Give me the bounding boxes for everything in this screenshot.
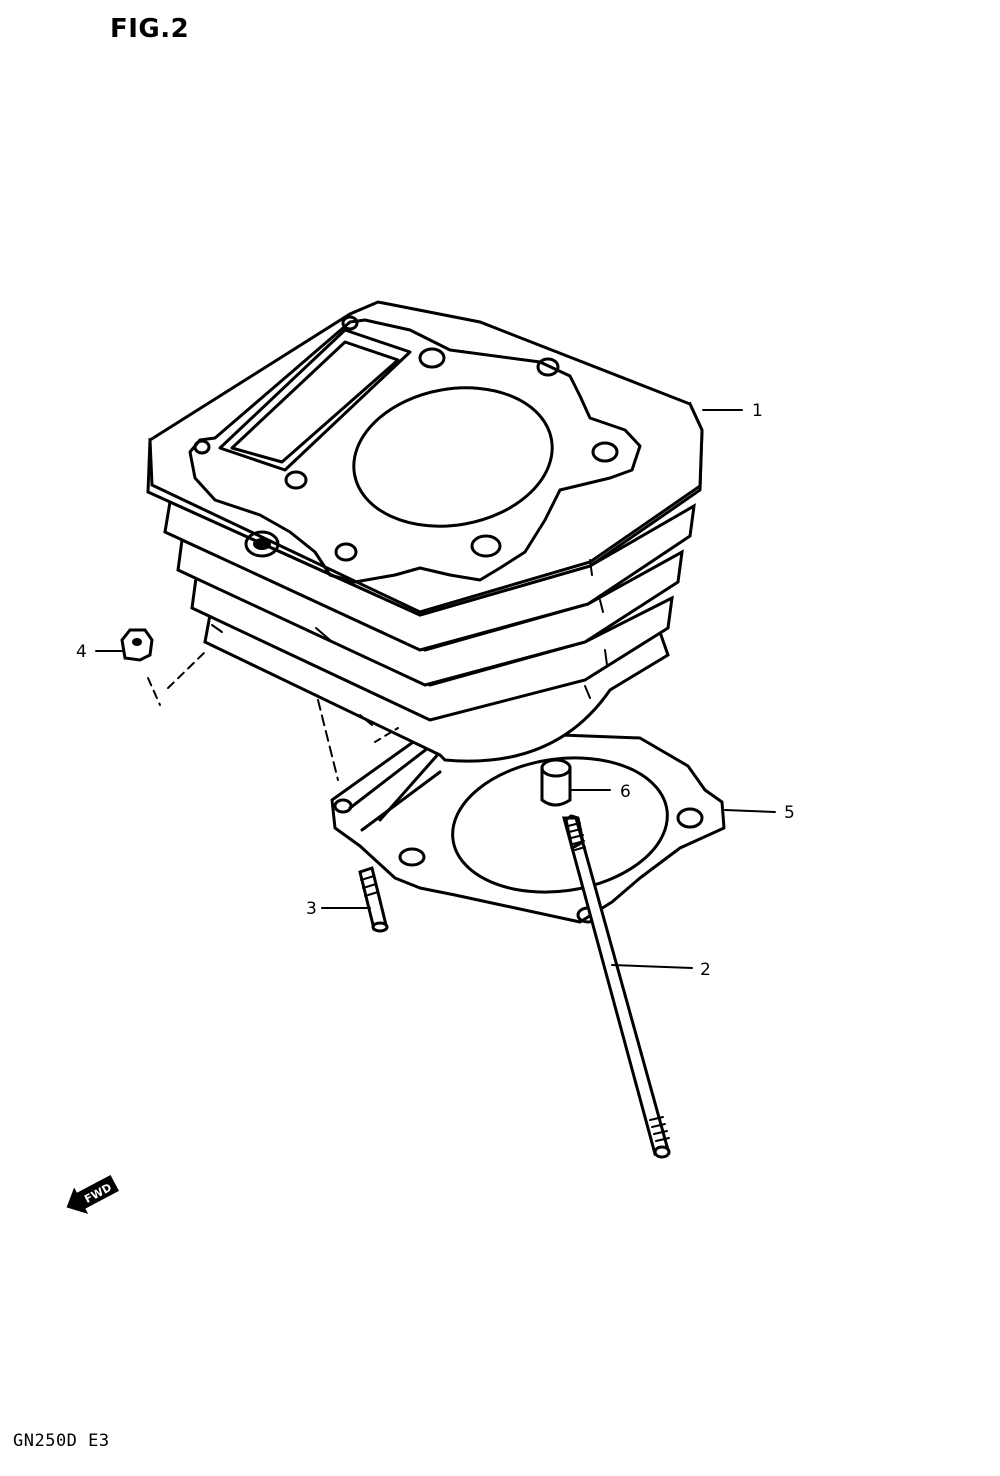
callout-3: 3 xyxy=(306,899,317,919)
dowel-pin-hollow xyxy=(540,758,572,807)
cylinder xyxy=(146,300,704,763)
forward-arrow-icon: FWD xyxy=(66,1174,119,1214)
callout-1: 1 xyxy=(752,401,763,421)
stud-bolt xyxy=(562,814,671,1159)
dowel-pin xyxy=(358,866,389,933)
model-code: GN250D E3 xyxy=(13,1431,110,1451)
callout-4: 4 xyxy=(76,642,87,662)
cylinder-base-gasket xyxy=(330,728,726,924)
leader-lines xyxy=(95,409,776,969)
callout-2: 2 xyxy=(700,960,711,980)
figure-title: FIG.2 xyxy=(110,14,190,44)
assembly-lines xyxy=(147,651,399,781)
callout-6: 6 xyxy=(620,782,631,802)
callout-5: 5 xyxy=(784,803,795,823)
nut xyxy=(120,628,154,662)
